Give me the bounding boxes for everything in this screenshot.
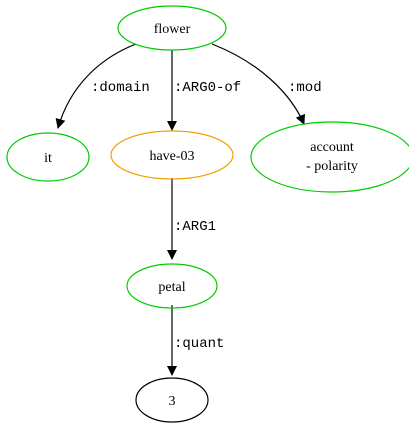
node-flower: flower xyxy=(117,5,227,51)
edge-label-domain: :domain xyxy=(91,80,150,96)
node-account: account - polarity xyxy=(250,121,409,193)
node-flower-label: flower xyxy=(154,22,191,37)
node-it-label: it xyxy=(44,151,52,166)
node-account-label: account xyxy=(310,140,354,155)
node-have-03-label: have-03 xyxy=(149,149,194,164)
node-account-polarity-label: - polarity xyxy=(306,159,358,174)
node-3-label: 3 xyxy=(169,394,176,409)
edge-flower-to-it xyxy=(55,43,137,129)
edge-flower-to-account xyxy=(211,43,305,125)
edge-label-quant: :quant xyxy=(174,336,224,352)
edge-label-arg1: :ARG1 xyxy=(174,219,216,235)
node-petal-label: petal xyxy=(158,280,185,295)
node-petal: petal xyxy=(126,263,218,309)
edge-label-arg0-of: :ARG0-of xyxy=(174,80,241,96)
edge-label-mod: :mod xyxy=(288,80,322,96)
node-it: it xyxy=(6,132,90,182)
node-3: 3 xyxy=(135,377,209,423)
node-have-03: have-03 xyxy=(110,130,234,180)
